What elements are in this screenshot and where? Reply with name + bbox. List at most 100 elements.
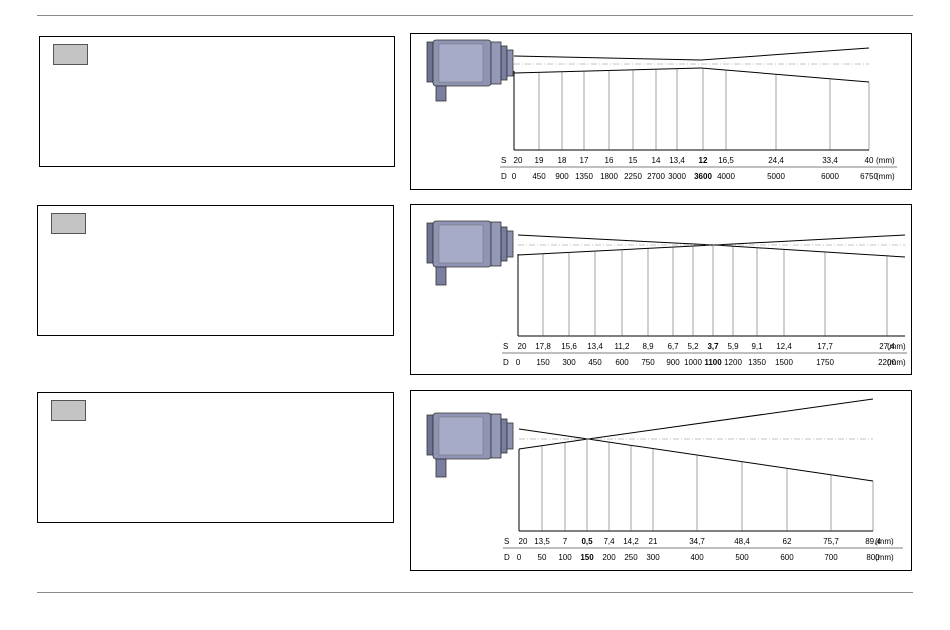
distance-label: 1350 bbox=[748, 358, 766, 367]
spot-size-label: 17,8 bbox=[535, 342, 551, 351]
distance-label: 450 bbox=[532, 172, 546, 181]
distance-label: 300 bbox=[562, 358, 576, 367]
distance-label: 1800 bbox=[600, 172, 618, 181]
spot-size-label: 8,9 bbox=[642, 342, 654, 351]
spot-size-label: 89,4 bbox=[865, 537, 881, 546]
distance-ticks-2 bbox=[542, 245, 888, 336]
distance-label: 2200 bbox=[878, 358, 896, 367]
distance-label: 250 bbox=[624, 553, 638, 562]
label-tag-2 bbox=[51, 213, 86, 234]
spot-size-label: 7,4 bbox=[603, 537, 615, 546]
distance-label: 0 bbox=[517, 553, 522, 562]
spot-size-label: 16 bbox=[605, 156, 614, 165]
spot-size-label: 14 bbox=[652, 156, 661, 165]
distance-label: 1200 bbox=[724, 358, 742, 367]
spot-size-label: 15 bbox=[629, 156, 638, 165]
distance-label: 600 bbox=[780, 553, 794, 562]
axis-labels-2: S D 20 17,8 15,6 13,4 11,2 8,9 6,7 5,2 3,7 5,9 9,1… bbox=[502, 342, 907, 367]
spot-size-label: 19 bbox=[535, 156, 544, 165]
distance-label: 1750 bbox=[816, 358, 834, 367]
spot-size-label: 16,5 bbox=[718, 156, 734, 165]
distance-label: 900 bbox=[666, 358, 680, 367]
spot-size-label: 24,4 bbox=[768, 156, 784, 165]
label-tag-3 bbox=[51, 400, 86, 421]
spot-size-label: 14,2 bbox=[623, 537, 639, 546]
spot-size-label: 40 bbox=[865, 156, 874, 165]
distance-label: 3600 bbox=[694, 172, 712, 181]
spot-size-label: 13,4 bbox=[669, 156, 685, 165]
text-box-3 bbox=[37, 392, 394, 523]
spot-size-label: 5,2 bbox=[687, 342, 699, 351]
s-prefix-1: S bbox=[501, 156, 506, 165]
bottom-rule bbox=[37, 592, 913, 593]
distance-label: 200 bbox=[602, 553, 616, 562]
top-rule bbox=[37, 15, 913, 16]
d-prefix-2: D bbox=[503, 358, 509, 367]
distance-label: 100 bbox=[558, 553, 572, 562]
spot-size-label: 11,2 bbox=[615, 342, 631, 351]
spot-size-label: 0,5 bbox=[581, 537, 593, 546]
distance-label: 5000 bbox=[767, 172, 785, 181]
distance-label: 500 bbox=[735, 553, 749, 562]
text-box-2 bbox=[37, 205, 394, 336]
spot-size-label: 15,6 bbox=[561, 342, 577, 351]
distance-label: 2700 bbox=[647, 172, 665, 181]
d-unit-2: (mm) bbox=[887, 358, 906, 367]
spot-size-label: 9,1 bbox=[751, 342, 763, 351]
d-unit-1: (mm) bbox=[876, 172, 895, 181]
distance-label: 150 bbox=[536, 358, 550, 367]
distance-label: 4000 bbox=[717, 172, 735, 181]
spot-size-label: 21 bbox=[649, 537, 658, 546]
spot-size-label: 20 bbox=[518, 342, 527, 351]
distance-label: 1500 bbox=[775, 358, 793, 367]
distance-ticks-1 bbox=[538, 68, 870, 150]
text-box-1 bbox=[39, 36, 395, 167]
spot-size-label: 13,5 bbox=[534, 537, 550, 546]
distance-label: 0 bbox=[516, 358, 521, 367]
distance-ticks-3 bbox=[541, 439, 874, 531]
sensor-icon bbox=[426, 220, 514, 286]
spot-size-label: 48,4 bbox=[734, 537, 750, 546]
d-unit-3: (mm) bbox=[875, 553, 894, 562]
distance-label: 450 bbox=[588, 358, 602, 367]
s-unit-3: (mm) bbox=[875, 537, 894, 546]
spot-size-label: 3,7 bbox=[707, 342, 719, 351]
distance-label: 1000 bbox=[684, 358, 702, 367]
distance-label: 700 bbox=[824, 553, 838, 562]
s-prefix-2: S bbox=[503, 342, 508, 351]
distance-label: 50 bbox=[538, 553, 547, 562]
distance-label: 750 bbox=[641, 358, 655, 367]
sensor-icon bbox=[426, 39, 514, 102]
spot-size-label: 12,4 bbox=[776, 342, 792, 351]
spot-size-label: 6,7 bbox=[667, 342, 679, 351]
distance-label: 900 bbox=[555, 172, 569, 181]
spot-size-label: 20 bbox=[514, 156, 523, 165]
optics-diagram-2: S D 20 17,8 15,6 13,4 11,2 8,9 6,7 5,2 3,7 5,9 9,1… bbox=[410, 204, 912, 375]
label-tag-1 bbox=[53, 44, 88, 65]
spot-size-label: 5,9 bbox=[727, 342, 739, 351]
spot-size-label: 34,7 bbox=[689, 537, 705, 546]
s-unit-1: (mm) bbox=[876, 156, 895, 165]
spot-size-label: 18 bbox=[558, 156, 567, 165]
s-prefix-3: S bbox=[504, 537, 509, 546]
spot-size-label: 27,4 bbox=[879, 342, 895, 351]
distance-label: 6750 bbox=[860, 172, 878, 181]
distance-label: 2250 bbox=[624, 172, 642, 181]
spot-size-labels-2: 20 17,8 15,6 13,4 11,2 8,9 6,7 5,2 3,7 5,9 9,1 12,4… bbox=[518, 342, 896, 351]
distance-label: 600 bbox=[615, 358, 629, 367]
distance-label: 1100 bbox=[704, 358, 722, 367]
spot-size-label: 75,7 bbox=[823, 537, 839, 546]
sensor-icon bbox=[426, 412, 514, 478]
distance-label: 400 bbox=[690, 553, 704, 562]
spot-size-label: 13,4 bbox=[587, 342, 603, 351]
distance-label: 150 bbox=[580, 553, 594, 562]
d-prefix-1: D bbox=[501, 172, 507, 181]
